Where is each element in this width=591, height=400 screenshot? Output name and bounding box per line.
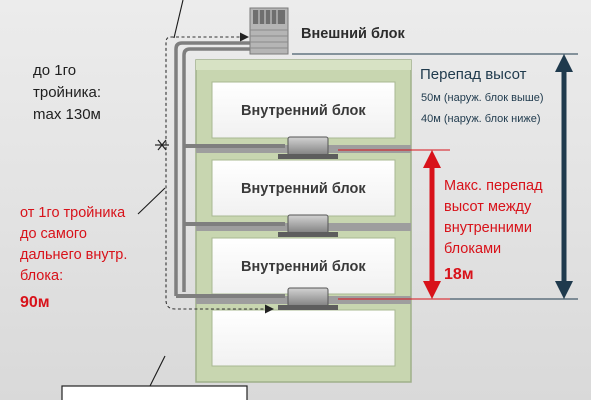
indoor-height-line1: Макс. перепад (444, 178, 543, 194)
indoor-unit-label-1: Внутренний блок (241, 103, 366, 119)
indoor-reference-lines (338, 149, 450, 300)
indoor-unit-graphic-1 (278, 136, 338, 159)
room-2 (211, 159, 396, 217)
to-first-tee-max: max 130м (33, 106, 101, 123)
room-1 (211, 81, 396, 139)
route-arrow-top (240, 32, 249, 42)
indoor-height-value: 18м (444, 266, 474, 283)
height-difference-arrow (555, 54, 573, 299)
height-difference-title: Перепад высот (420, 66, 527, 83)
indoor-height-line4: блоками (444, 241, 502, 257)
from-first-tee-line4: блока: (20, 268, 64, 284)
main-pipe (174, 41, 250, 296)
to-first-tee-line1: до 1го (33, 62, 77, 79)
branch-pipes (176, 144, 285, 298)
bottom-label-box (61, 385, 248, 400)
from-first-tee-line2: до самого (20, 226, 87, 242)
pipe-route-dashed (165, 36, 268, 310)
indoor-unit-graphic-2 (278, 214, 338, 237)
from-first-tee-value: 90м (20, 294, 50, 311)
room-4 (211, 309, 396, 367)
indoor-unit-label-2: Внутренний блок (241, 181, 366, 197)
indoor-height-line3: внутренними (444, 220, 532, 236)
indoor-height-line2: высот между (444, 199, 532, 215)
building-top (196, 60, 411, 70)
from-first-tee-line3: дальнего внутр. (20, 247, 128, 263)
route-arrow-bottom (265, 304, 274, 314)
first-tee-marker (155, 139, 169, 151)
height-difference-outdoor-above: 50м (наруж. блок выше) (421, 92, 544, 104)
indoor-height-arrow (423, 150, 441, 299)
outdoor-unit-graphic (249, 7, 289, 55)
from-first-tee-line1: от 1го тройника (20, 205, 126, 221)
to-first-tee-line2: тройника: (33, 84, 101, 101)
height-difference-outdoor-below: 40м (наруж. блок ниже) (421, 113, 541, 125)
indoor-unit-label-3: Внутренний блок (241, 259, 366, 275)
outdoor-unit-label: Внешний блок (301, 26, 405, 42)
leader-lines (137, 0, 184, 387)
indoor-unit-graphic-3 (278, 287, 338, 310)
